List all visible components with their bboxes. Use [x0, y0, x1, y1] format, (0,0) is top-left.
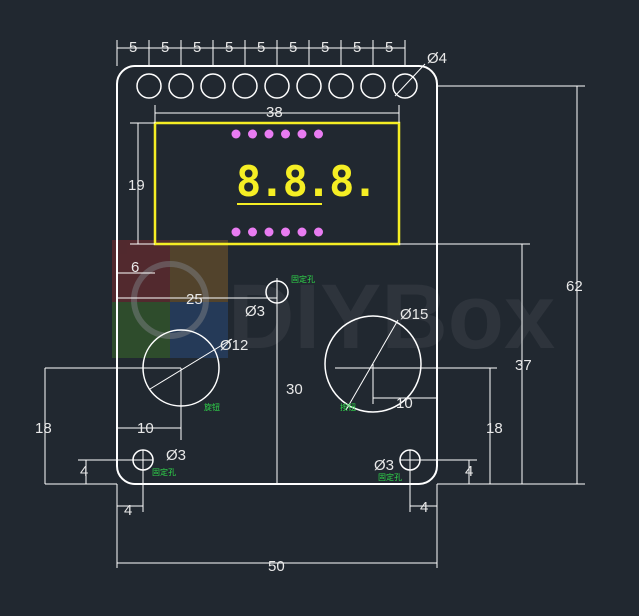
knob-x-label: 10 — [137, 420, 154, 437]
hole-offset-y-left-label: 4 — [80, 463, 88, 480]
left-dimension-lines — [44, 368, 143, 485]
total-width-label: 50 — [268, 558, 285, 575]
button-note: 按钮 — [340, 402, 356, 412]
hole3-x-label: 25 — [186, 291, 203, 308]
pitch-label: 5 — [385, 39, 393, 56]
top-hole — [328, 73, 354, 99]
led-dot — [314, 129, 323, 139]
pitch-label: 5 — [353, 39, 361, 56]
top-hole — [264, 73, 290, 99]
top-hole — [360, 73, 386, 99]
led-dot — [264, 227, 274, 237]
height-37-label: 37 — [515, 357, 532, 374]
pitch-dimension — [116, 40, 406, 66]
top-hole — [136, 73, 162, 99]
top-hole — [296, 73, 322, 99]
hole3-diameter-label: Ø3 — [245, 303, 265, 320]
knob-leader-line — [149, 338, 233, 390]
hole-offset-y-right-label: 4 — [465, 463, 473, 480]
led-dot — [281, 129, 290, 139]
fixing-hole-note-right: 固定孔 — [378, 472, 402, 482]
lcd-offset-label: 6 — [131, 259, 139, 276]
pitch-label: 5 — [161, 39, 169, 56]
mount-y-label: 30 — [286, 381, 303, 398]
knob-diameter-label: Ø12 — [220, 337, 248, 354]
led-dot — [248, 129, 257, 139]
display-frame — [153, 121, 401, 246]
pitch-label: 5 — [321, 39, 329, 56]
led-dot — [264, 129, 274, 139]
pitch-label: 5 — [225, 39, 233, 56]
knob-note: 旋钮 — [204, 402, 220, 412]
top-hole — [392, 73, 418, 99]
knob-y-label: 18 — [35, 420, 52, 437]
lcd-width-label: 38 — [266, 104, 283, 121]
right-dimension-lines — [399, 85, 585, 485]
seven-segment-digits: 8.8.8. — [236, 157, 376, 206]
top-holes-row — [136, 63, 426, 99]
fixing-hole-note-left: 固定孔 — [152, 467, 176, 477]
led-dot — [281, 227, 290, 237]
button-hole — [324, 315, 422, 413]
pitch-label: 5 — [193, 39, 201, 56]
right-hole-diameter-label: Ø3 — [374, 457, 394, 474]
button-y-label: 18 — [486, 420, 503, 437]
total-height-label: 62 — [566, 278, 583, 295]
lcd-dimension-lines — [116, 105, 400, 290]
led-dots — [231, 129, 323, 237]
button-x-label: 10 — [396, 395, 413, 412]
pitch-labels: 5 5 5 5 5 5 5 5 5 — [129, 39, 393, 56]
led-dot — [297, 227, 307, 237]
top-hole — [200, 73, 226, 99]
hole-leader-line — [394, 63, 426, 97]
lcd-height-label: 19 — [128, 177, 145, 194]
pitch-label: 5 — [257, 39, 265, 56]
led-dot — [231, 129, 241, 139]
hole-offset-x-right-label: 4 — [420, 499, 428, 516]
pitch-label: 5 — [129, 39, 137, 56]
hole-offset-x-left-label: 4 — [124, 502, 132, 519]
pitch-label: 5 — [289, 39, 297, 56]
top-hole — [168, 73, 194, 99]
hole-small-diameter-label: Ø4 — [427, 50, 447, 67]
led-dot — [297, 129, 307, 139]
button-leader-line — [345, 319, 399, 411]
watermark-logo — [112, 240, 228, 358]
left-hole-diameter-label: Ø3 — [166, 447, 186, 464]
led-dot — [248, 227, 257, 237]
top-hole — [232, 73, 258, 99]
button-diameter-label: Ø15 — [400, 306, 428, 323]
led-dot — [314, 227, 323, 237]
bottom-offset-lines — [116, 484, 438, 568]
led-dot — [231, 227, 241, 237]
fixing-hole-note-top: 固定孔 — [291, 274, 315, 284]
